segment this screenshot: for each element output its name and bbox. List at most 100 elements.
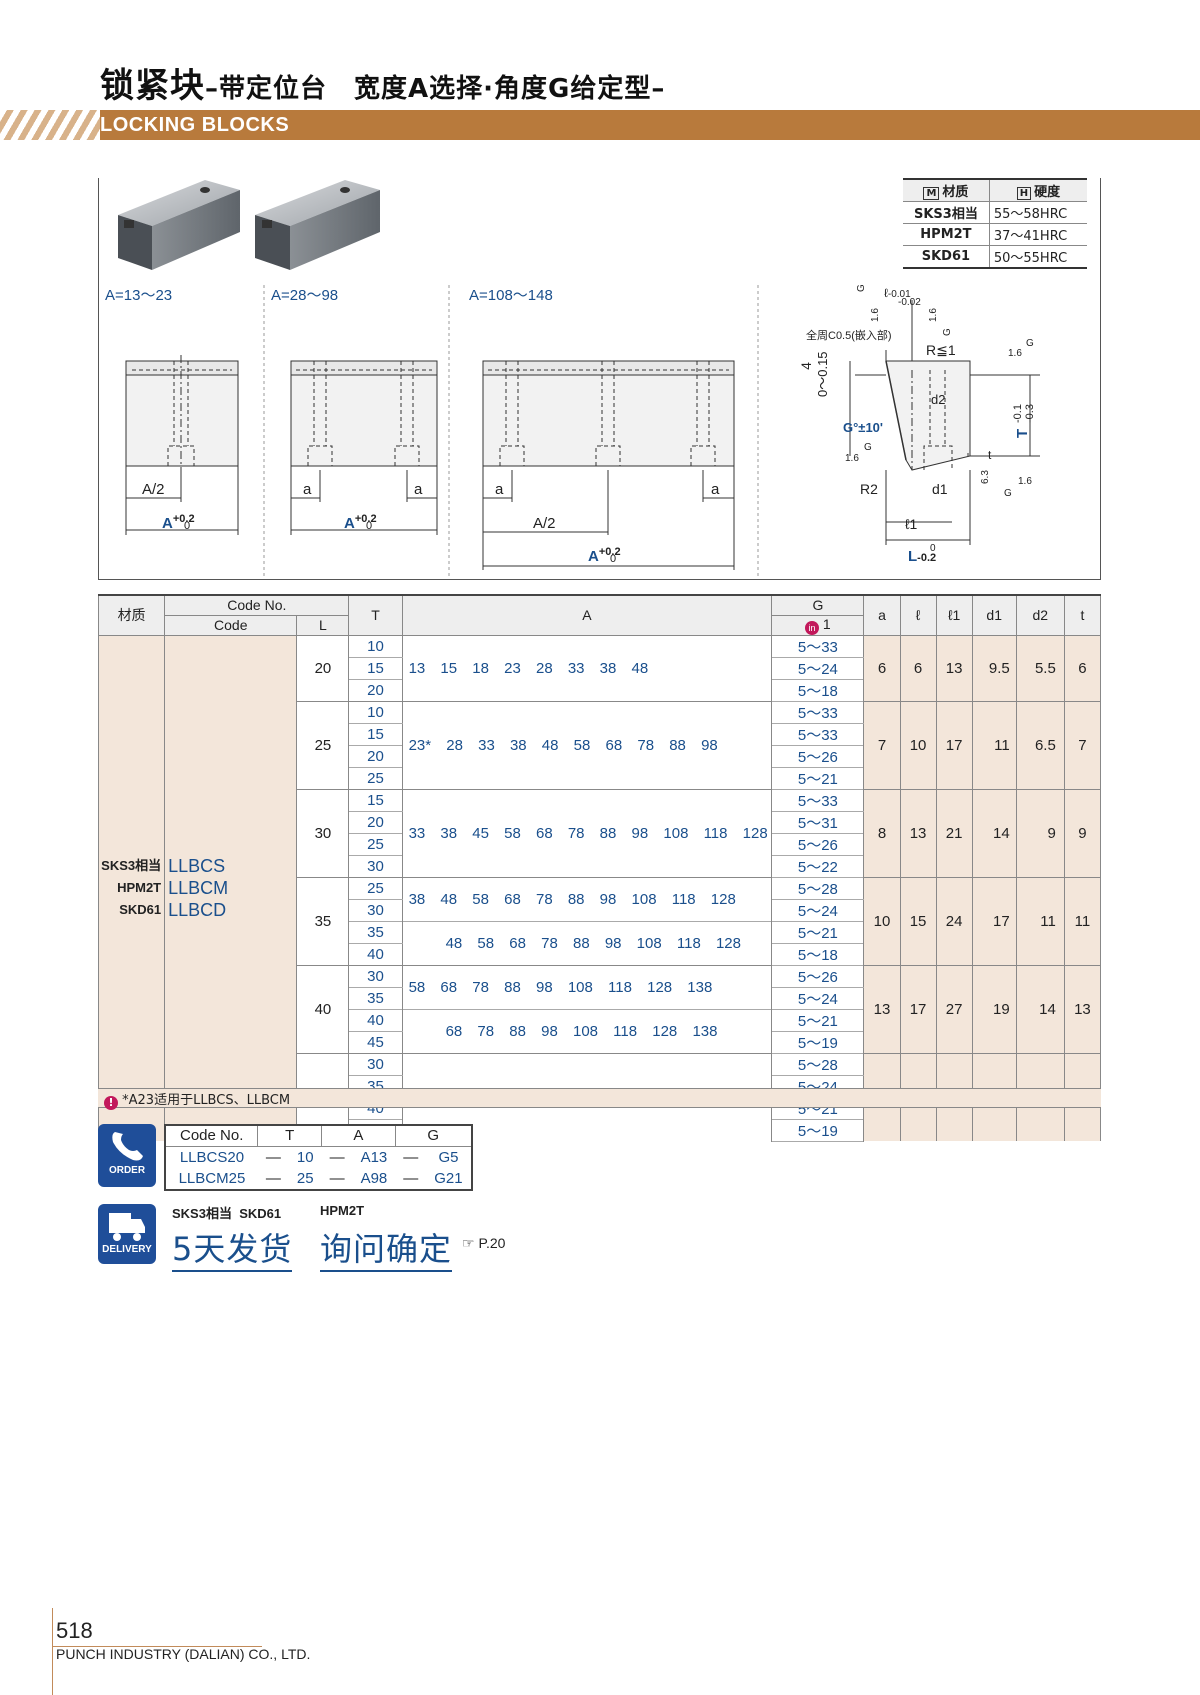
hardness-value: 50～55HRC [989,245,1087,269]
truck-icon [109,1213,145,1241]
T-cell: 30 [348,855,403,877]
material-name: SKD61 [903,245,990,269]
G-cell: 5～28 [771,1052,865,1076]
section-banner: LOCKING BLOCKS [0,110,1200,140]
col-d1: d1 [971,594,1017,636]
order-G: G21 [434,1170,463,1187]
side-ell-tol: ℓ-0.01 [884,286,911,300]
side-radius: R≦1 [926,342,956,358]
roughness-g: G [1004,488,1012,499]
side-t: t [988,448,992,462]
col-code-no: Code No. [164,594,350,616]
G-cell: 5～18 [771,943,865,966]
material-name: SKS3相当 [903,201,990,224]
dim-tol-zero: 0 [366,520,373,532]
col-ell: ℓ [899,594,937,636]
side-T-tol-top: -0.1 [1012,404,1024,423]
G-cell: 5～21 [771,1009,865,1032]
dim-a: a [303,481,312,498]
A-values: 68 78 88 98 108 118 128 138 [445,1022,718,1040]
d1-cell: 11 [971,700,1017,789]
roughness-g: G [864,442,872,453]
side-L-tol-top: 0 [930,543,936,554]
order-G: G5 [438,1148,459,1166]
col-t: t [1063,594,1102,636]
G-cell: 5～33 [771,700,865,724]
delivery-materials-2: HPM2T [320,1203,365,1218]
roughness-63: 6.3 [980,470,991,484]
col-G: G [771,594,865,616]
ell-cell: 10 [899,700,937,789]
t-cell: 6 [1063,634,1102,701]
A-values: 58 68 78 88 98 108 118 128 138 [408,978,713,996]
diagram-panel [98,178,1101,580]
banner-text: LOCKING BLOCKS [100,114,290,136]
order-dash: — [329,1148,345,1166]
hardness-value: 37～41HRC [989,223,1087,246]
T-cell: 30 [348,964,403,988]
delivery-time-1: 5天发货 [172,1224,293,1272]
G-cell: 5～26 [771,833,865,856]
col-a: a [863,594,901,636]
A-values-cell: 38 48 58 68 78 88 98 108 118 128 [401,876,773,921]
dim-A: A+0.2 [162,513,195,532]
L-cell: 40 [296,964,350,1053]
front-view-2 [290,360,438,535]
side-angle-tol: G°±10' [843,420,883,435]
footer-vline [52,1608,53,1695]
spec-row: 25 5～26 [99,833,1101,856]
G-cell: 5～33 [771,723,865,746]
company-name: PUNCH INDUSTRY (DALIAN) CO., LTD. [56,1646,311,1662]
side-d1: d1 [932,481,948,497]
note-icon: ! [104,1096,118,1110]
G-cell: 5～22 [771,855,865,878]
ell-cell: 17 [899,964,937,1053]
order-T: 10 [296,1148,314,1166]
T-cell: 10 [348,700,403,724]
T-cell: 20 [348,745,403,768]
d2-cell: 5.5 [1015,634,1065,701]
roughness-label: 1.6 [1008,348,1022,359]
side-L: L-0.2 [908,548,937,565]
t-cell: 7 [1063,700,1102,789]
order-A: A13 [360,1148,388,1166]
col-l1: ℓ1 [935,594,973,636]
order-table: Code No. T A G LLBCS20 — 10 — A13 — G5 L… [164,1124,473,1191]
order-code: LLBCM25 [178,1170,246,1187]
L-cell: 35 [296,876,350,965]
order-dash: — [403,1170,419,1187]
side-T: T [1014,428,1031,438]
footer-hline [52,1646,262,1647]
G-cell: 5～24 [771,899,865,922]
t-cell: 9 [1063,788,1102,877]
note-text: *A23适用于LLBCS、LLBCM [122,1093,291,1108]
A-values: 48 58 68 78 88 98 108 118 128 [445,934,741,952]
d1-cell: 19 [971,964,1017,1053]
side-chamfer: 全周C0.5(嵌入部) [806,330,892,342]
T-cell: 45 [348,1031,403,1053]
delivery-icon-label: DELIVERY [102,1244,152,1255]
A-values: 23* 28 33 38 48 58 68 78 88 98 [408,736,718,754]
G-cell: 5～21 [771,921,865,944]
roughness-label: 1.6 [1018,476,1032,487]
order-head-code: Code No. [165,1125,259,1147]
phone-icon [112,1132,143,1161]
delivery-page-ref[interactable]: ☞ P.20 [462,1235,506,1251]
A-values-cell: 48 58 68 78 88 98 108 118 128 [401,920,773,965]
dim-A: A+0.2 [588,546,621,565]
order-code: LLBCS20 [179,1148,245,1166]
T-cell: 15 [348,657,403,680]
T-cell: 25 [348,833,403,856]
dim-a: a [711,481,720,498]
col-L: L [296,614,350,636]
T-cell: 35 [348,987,403,1010]
